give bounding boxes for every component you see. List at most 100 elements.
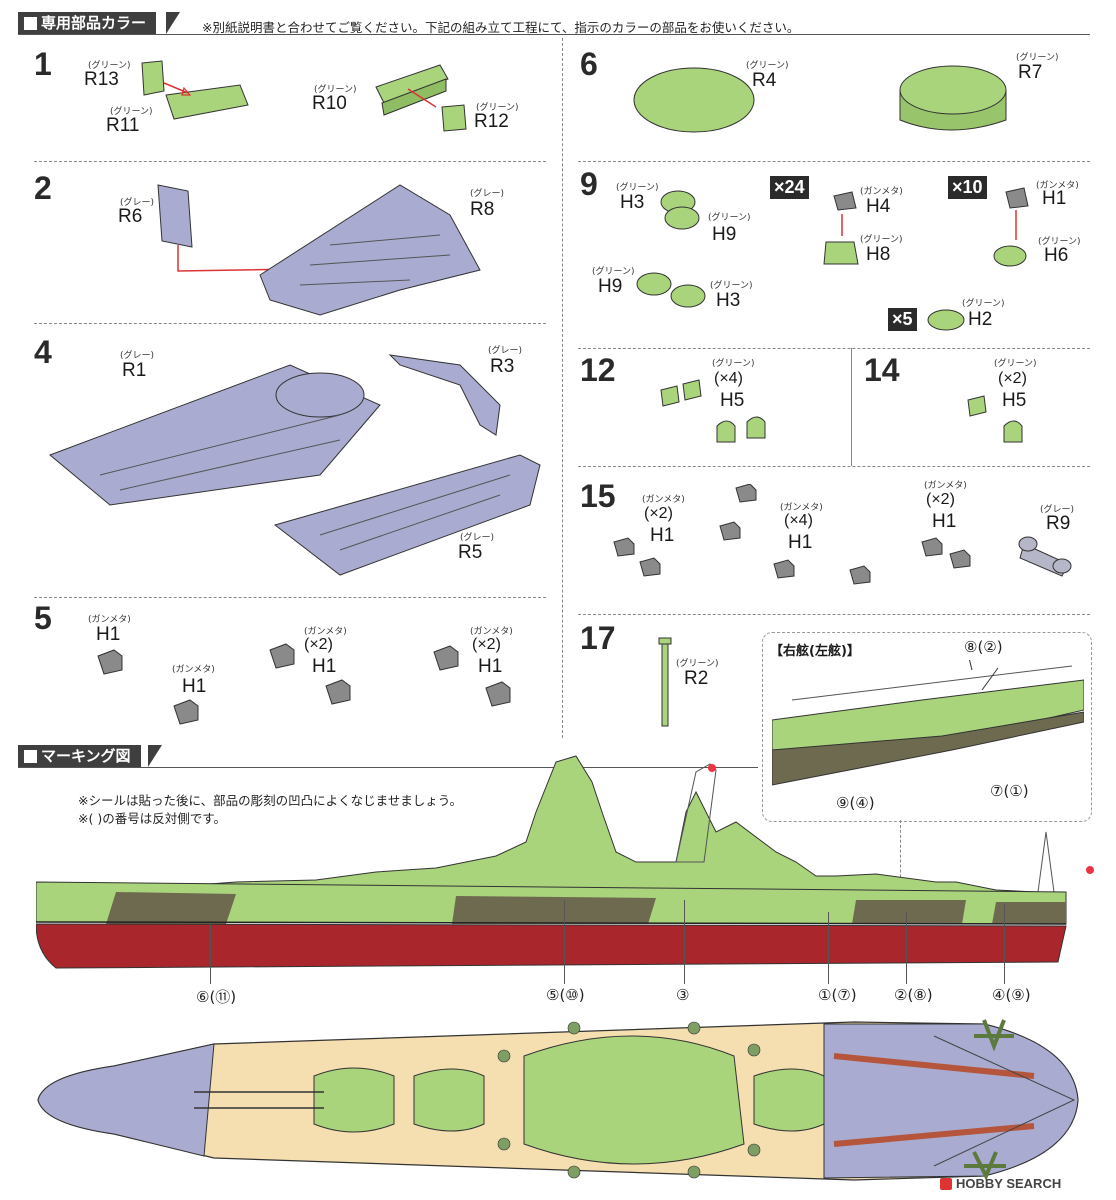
multiplier-badge: ×24 (770, 176, 809, 199)
parts-color-note: ※別紙説明書と合わせてご覧ください。下記の組み立て工程にて、指示のカラーの部品を… (202, 20, 800, 35)
inset-label-8: ⑧(②) (964, 638, 1003, 656)
header-tail (148, 745, 162, 767)
color-caption: (グリーン) (712, 359, 755, 369)
part-label-h8: H8 (866, 244, 891, 265)
marking-label-3: ③ (676, 986, 690, 1004)
part-label-h2: H2 (968, 309, 993, 330)
color-caption: (グレー) (120, 198, 155, 208)
step12-parts-illustration (660, 379, 766, 443)
color-caption: (グリーン) (1038, 237, 1081, 247)
color-caption: (グリーン) (592, 267, 635, 277)
count-label: (×2) (998, 370, 1027, 387)
part-label-r11: R11 (106, 115, 140, 136)
marking-label-1: ①(⑦) (818, 986, 857, 1004)
multiplier-badge: ×5 (888, 308, 917, 331)
leader-line (210, 924, 211, 984)
color-caption: (ガンメタ) (304, 627, 347, 637)
color-caption: (ガンメタ) (924, 481, 967, 491)
marking-note-1: ※シールは貼った後に、部品の彫刻の凹凸によくなじませましょう。 (78, 793, 462, 808)
header-rule (18, 34, 1090, 35)
header-tail (166, 12, 180, 34)
step17-mast-part (658, 637, 672, 727)
leader-line (684, 900, 685, 984)
step-number-4: 4 (34, 334, 52, 370)
step5-parts-illustration (97, 643, 511, 725)
step-number-14: 14 (864, 352, 900, 388)
header-square-icon (24, 16, 37, 30)
step-number-9: 9 (580, 166, 598, 202)
part-label-r3: R3 (490, 356, 515, 377)
count-label: (×2) (926, 491, 955, 508)
part-label-h1: H1 (932, 511, 957, 532)
part-label-h3: H3 (620, 192, 645, 213)
color-caption: (グレー) (460, 533, 495, 543)
part-label-h3: H3 (716, 290, 741, 311)
count-label: (×4) (784, 512, 813, 529)
part-label-h4: H4 (866, 196, 891, 217)
row-divider-6-9 (578, 161, 1090, 162)
part-label-r5: R5 (458, 542, 483, 563)
count-label: (×2) (304, 636, 333, 653)
step-number-15: 15 (580, 478, 616, 514)
row-divider-12-15 (578, 466, 1090, 467)
part-label-h1: H1 (312, 656, 337, 677)
row-divider-4-5 (34, 597, 546, 598)
marking-title: マーキング図 (41, 747, 131, 765)
part-label-r4: R4 (752, 70, 777, 91)
part-label-h1: H1 (478, 656, 503, 677)
color-caption: (ガンメタ) (780, 503, 823, 513)
inset-label-9: ⑨(④) (836, 794, 875, 812)
part-label-h9: H9 (712, 224, 737, 245)
part-label-r2: R2 (684, 668, 709, 689)
color-caption: (グリーン) (110, 107, 153, 117)
battleship-side-profile (36, 755, 1094, 969)
color-caption: (ガンメタ) (470, 627, 513, 637)
divider-12-14 (851, 348, 852, 466)
color-caption: (グリーン) (994, 359, 1037, 369)
inset-pointer (900, 820, 901, 912)
part-label-h9: H9 (598, 276, 623, 297)
leader-line (906, 912, 907, 984)
color-caption: (ガンメタ) (172, 665, 215, 675)
color-caption: (グリーン) (708, 213, 751, 223)
part-label-h6: H6 (1044, 245, 1069, 266)
step-number-2: 2 (34, 170, 52, 206)
color-caption: (グリーン) (476, 103, 519, 113)
marking-label-4: ④(⑨) (992, 986, 1031, 1004)
row-divider-9-12 (578, 348, 1090, 349)
part-label-h1: H1 (788, 532, 813, 553)
color-caption: (グリーン) (1016, 53, 1059, 63)
marking-header: マーキング図 (18, 745, 141, 767)
part-label-r10: R10 (312, 93, 347, 114)
part-label-r13: R13 (84, 69, 119, 90)
inset-label-7: ⑦(①) (990, 782, 1029, 800)
step15-parts-illustration (613, 484, 1072, 585)
step-number-5: 5 (34, 600, 52, 636)
part-label-r9: R9 (1046, 513, 1071, 534)
part-label-h5: H5 (720, 390, 745, 411)
row-divider-2-4 (34, 323, 546, 324)
color-caption: (グリーン) (710, 281, 753, 291)
step-number-1: 1 (34, 46, 52, 82)
part-label-h1: H1 (96, 624, 121, 645)
count-label: (×2) (472, 636, 501, 653)
color-caption: (グレー) (470, 189, 505, 199)
step2-parts-illustration (157, 184, 481, 316)
part-label-r8: R8 (470, 199, 495, 220)
part-label-r7: R7 (1018, 62, 1043, 83)
color-caption: (グリーン) (676, 659, 719, 669)
color-caption: (グレー) (1040, 505, 1075, 515)
step1-parts-illustration (141, 60, 467, 132)
part-label-h5: H5 (1002, 390, 1027, 411)
color-caption: (ガンメタ) (1036, 181, 1079, 191)
part-label-r12: R12 (474, 111, 509, 132)
row-divider-15-17 (578, 614, 1090, 615)
color-caption: (グリーン) (860, 235, 903, 245)
step4-parts-illustration (49, 354, 541, 576)
marking-label-6: ⑥(⑪) (196, 988, 237, 1006)
part-label-r1: R1 (122, 360, 147, 381)
step9-parts-illustration (636, 187, 1029, 331)
color-caption: (グリーン) (314, 85, 357, 95)
watermark-logo-icon (940, 1178, 952, 1190)
multiplier-badge: ×10 (948, 176, 987, 199)
